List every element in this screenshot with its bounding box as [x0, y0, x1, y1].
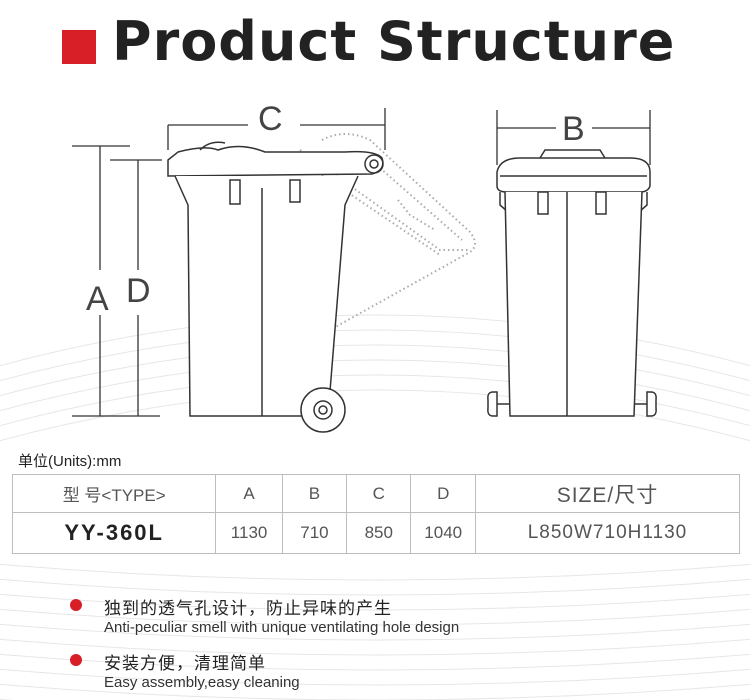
feature-title-zh: 安装方便，清理简单 — [104, 654, 266, 673]
dimension-label-c: C — [258, 100, 283, 138]
front-view — [487, 149, 657, 417]
header-c: C — [346, 474, 412, 513]
feature-description-en: Easy assembly,easy cleaning — [104, 674, 300, 691]
spec-table: 型 号<TYPE> A B C D SIZE/尺寸 YY-360L 1130 7… — [11, 474, 741, 554]
cell-c: 850 — [346, 512, 412, 554]
header-d: D — [410, 474, 476, 513]
page-title: Product Structure — [112, 10, 676, 73]
cell-b: 710 — [281, 512, 348, 554]
feature-description-en: Anti-peculiar smell with unique ventilat… — [104, 619, 460, 636]
feature-title-zh: 独到的透气孔设计，防止异味的产生 — [104, 599, 392, 618]
side-view — [167, 133, 476, 433]
units-label: 单位(Units):mm — [18, 453, 122, 470]
header-size: SIZE/尺寸 — [474, 474, 741, 513]
product-structure-drawing: C A D B — [72, 100, 657, 433]
bullet-dot-icon — [70, 599, 82, 611]
dimension-label-a: A — [86, 280, 109, 318]
header-b: B — [281, 474, 348, 513]
front-dimension-lines — [496, 110, 651, 165]
table-row: YY-360L 1130 710 850 1040 L850W710H1130 — [11, 512, 741, 554]
cell-a: 1130 — [215, 512, 283, 554]
dimension-label-b: B — [562, 110, 585, 148]
cell-d: 1040 — [410, 512, 476, 554]
cell-size: L850W710H1130 — [474, 512, 741, 554]
bullet-dot-icon — [70, 654, 82, 666]
side-dimension-lines — [72, 108, 386, 417]
cell-model: YY-360L — [11, 512, 217, 554]
header-a: A — [215, 474, 283, 513]
table-header-row: 型 号<TYPE> A B C D SIZE/尺寸 — [11, 474, 741, 513]
dimension-label-d: D — [126, 272, 151, 310]
header-type: 型 号<TYPE> — [11, 474, 217, 513]
title-accent-square — [62, 30, 96, 64]
